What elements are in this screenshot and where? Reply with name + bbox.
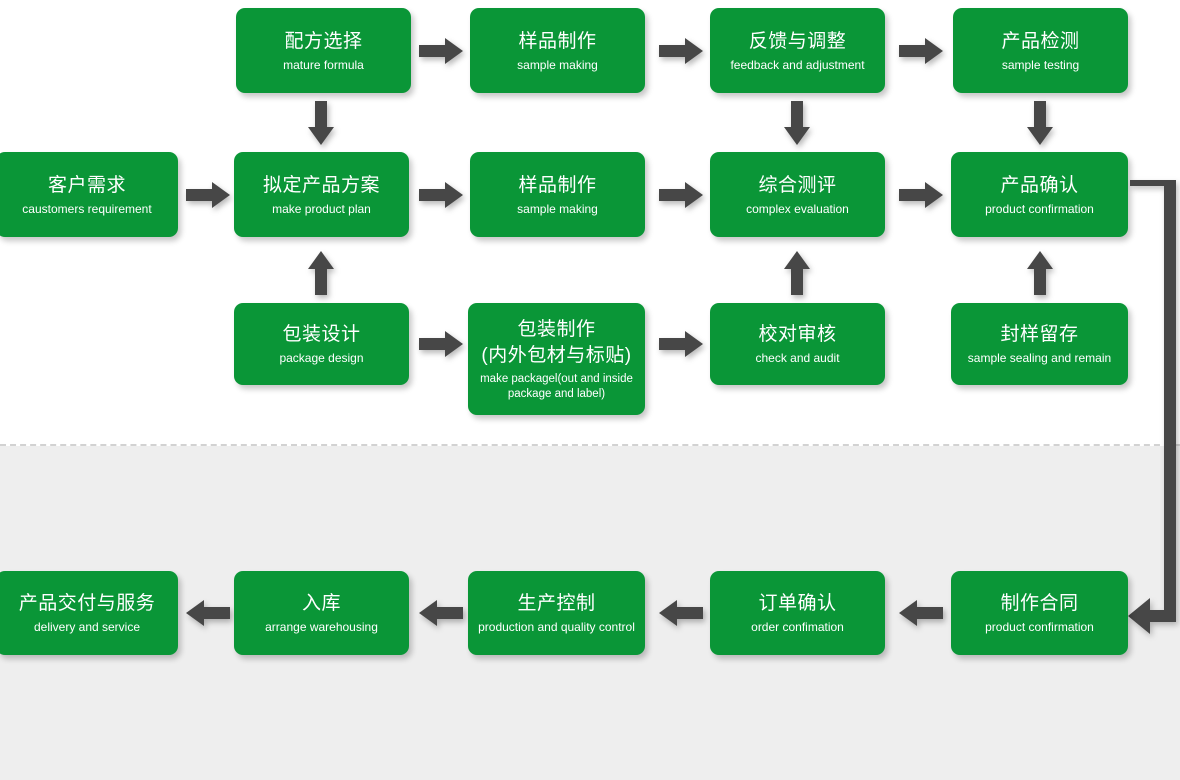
arrow-left-icon [186,600,230,626]
node-title-en: product confirmation [985,620,1094,634]
node-product-testing[interactable]: 产品检测 sample testing [953,8,1128,93]
arrow-up-icon [1027,251,1053,295]
node-title-zh: 反馈与调整 [748,30,847,52]
node-title-en: arrange warehousing [265,620,378,634]
arrow-right-icon [419,182,463,208]
node-title-en: production and quality control [478,620,635,634]
node-make-contract[interactable]: 制作合同 product confirmation [951,571,1128,655]
node-title-zh: 产品检测 [1001,30,1080,52]
node-title-en: sample sealing and remain [967,351,1112,365]
elbow-connector-product-confirmation-to-contract [1126,180,1180,640]
node-title-zh: 客户需求 [47,174,126,196]
node-title-zh: 产品交付与服务 [18,593,156,614]
node-production-control[interactable]: 生产控制 production and quality control [468,571,645,655]
node-check-audit[interactable]: 校对审核 check and audit [710,303,885,385]
node-title-en: make product plan [272,201,371,216]
node-customer-requirement[interactable]: 客户需求 caustomers requirement [0,152,178,237]
node-title-en: sample testing [1001,57,1080,72]
node-title-en: check and audit [755,351,840,365]
arrow-down-icon [1027,101,1053,145]
arrow-right-icon [899,38,943,64]
arrow-up-icon [784,251,810,295]
node-package-making[interactable]: 包装制作 (内外包材与标贴) make packagel(out and ins… [468,303,645,415]
node-title-zh: 包装设计 [282,324,361,345]
node-title-en: sample making [517,57,598,72]
node-feedback-adjustment[interactable]: 反馈与调整 feedback and adjustment [710,8,885,93]
arrow-right-icon [659,331,703,357]
arrow-right-icon [659,38,703,64]
node-title-en: sample making [517,201,598,216]
node-product-confirmation[interactable]: 产品确认 product confirmation [951,152,1128,237]
node-title-en: mature formula [283,57,364,72]
node-delivery-service[interactable]: 产品交付与服务 delivery and service [0,571,178,655]
node-complex-evaluation[interactable]: 综合测评 complex evaluation [710,152,885,237]
node-sample-sealing[interactable]: 封样留存 sample sealing and remain [951,303,1128,385]
node-title-zh: 校对审核 [758,324,837,345]
node-title-zh: 样品制作 [518,174,597,196]
arrow-right-icon [659,182,703,208]
node-title-zh: 拟定产品方案 [262,174,380,196]
node-title-en: product confirmation [985,201,1094,216]
arrow-right-icon [419,38,463,64]
node-package-design[interactable]: 包装设计 package design [234,303,409,385]
node-title-en: package design [279,351,364,365]
arrow-down-icon [784,101,810,145]
arrow-left-icon [899,600,943,626]
node-title-en: make packagel(out and inside package and… [480,372,633,400]
node-title-zh: 订单确认 [758,593,837,614]
node-title-zh: 生产控制 [517,593,596,614]
node-title-zh: 综合测评 [758,174,837,196]
arrow-left-icon [659,600,703,626]
node-sample-making-r1[interactable]: 样品制作 sample making [470,8,645,93]
node-formula-selection[interactable]: 配方选择 mature formula [236,8,411,93]
node-title-zh: 产品确认 [1000,174,1079,196]
node-title-zh: 包装制作 (内外包材与标贴) [481,318,632,366]
node-title-zh: 制作合同 [1000,593,1079,614]
node-title-en: order confimation [751,620,844,634]
arrow-right-icon [899,182,943,208]
node-title-en: feedback and adjustment [730,57,865,72]
arrow-right-icon [186,182,230,208]
phase-divider [0,444,1180,446]
node-title-zh: 封样留存 [1000,324,1079,345]
node-title-zh: 样品制作 [518,30,597,52]
arrow-up-icon [308,251,334,295]
node-sample-making-r2[interactable]: 样品制作 sample making [470,152,645,237]
node-title-en: caustomers requirement [22,201,152,216]
node-make-product-plan[interactable]: 拟定产品方案 make product plan [234,152,409,237]
node-title-zh: 入库 [301,593,341,614]
arrow-left-icon [419,600,463,626]
node-title-en: delivery and service [33,620,141,634]
arrow-down-icon [308,101,334,145]
node-order-confirmation[interactable]: 订单确认 order confimation [710,571,885,655]
arrow-right-icon [419,331,463,357]
node-title-en: complex evaluation [746,201,849,216]
node-warehousing[interactable]: 入库 arrange warehousing [234,571,409,655]
node-title-zh: 配方选择 [284,30,363,52]
